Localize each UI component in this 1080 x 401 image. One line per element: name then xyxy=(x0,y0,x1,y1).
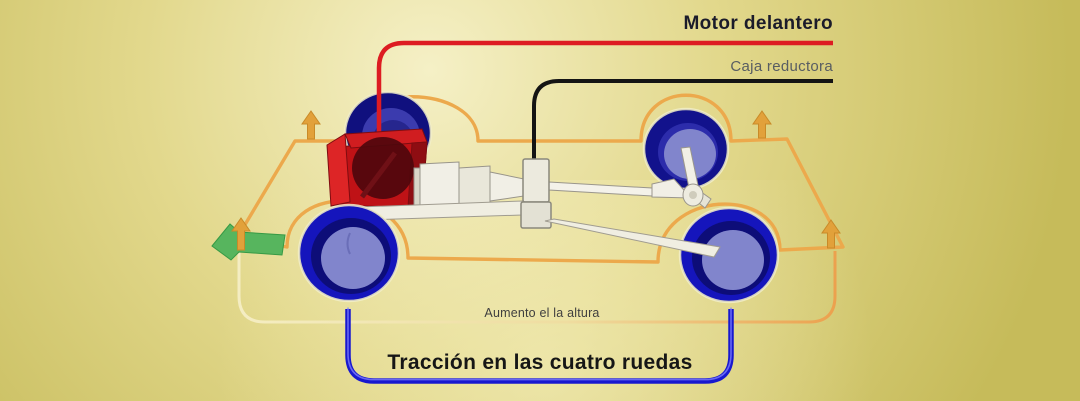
ground-outline xyxy=(237,251,837,324)
label-reduction-gearbox: Caja reductora xyxy=(730,58,833,75)
wheel-rear-near xyxy=(678,206,780,304)
up-arrow-icons xyxy=(301,110,841,249)
red-callout-line xyxy=(376,40,833,134)
up-arrow-icon xyxy=(752,110,772,139)
green-left-arrow-icon xyxy=(211,223,286,261)
up-arrow-icon xyxy=(231,217,251,251)
blue-bracket-highlight xyxy=(347,307,732,381)
black-callout-line xyxy=(532,79,833,159)
engine-side-face xyxy=(326,133,351,207)
engine-block xyxy=(326,128,428,209)
label-height-increase: Aumento el la altura xyxy=(484,306,599,320)
label-front-engine: Motor delantero xyxy=(683,13,833,34)
up-arrow-icon xyxy=(821,219,841,249)
fan-belt xyxy=(360,151,397,199)
transfer-case xyxy=(520,158,552,229)
gearbox xyxy=(413,161,525,211)
label-four-wheel-drive: Tracción en las cuatro ruedas xyxy=(387,351,692,374)
rear-axle-shaft xyxy=(544,218,721,258)
wheel-front-near xyxy=(297,203,401,303)
up-arrow-icon xyxy=(301,110,321,140)
wheel-rear-far xyxy=(642,107,730,191)
